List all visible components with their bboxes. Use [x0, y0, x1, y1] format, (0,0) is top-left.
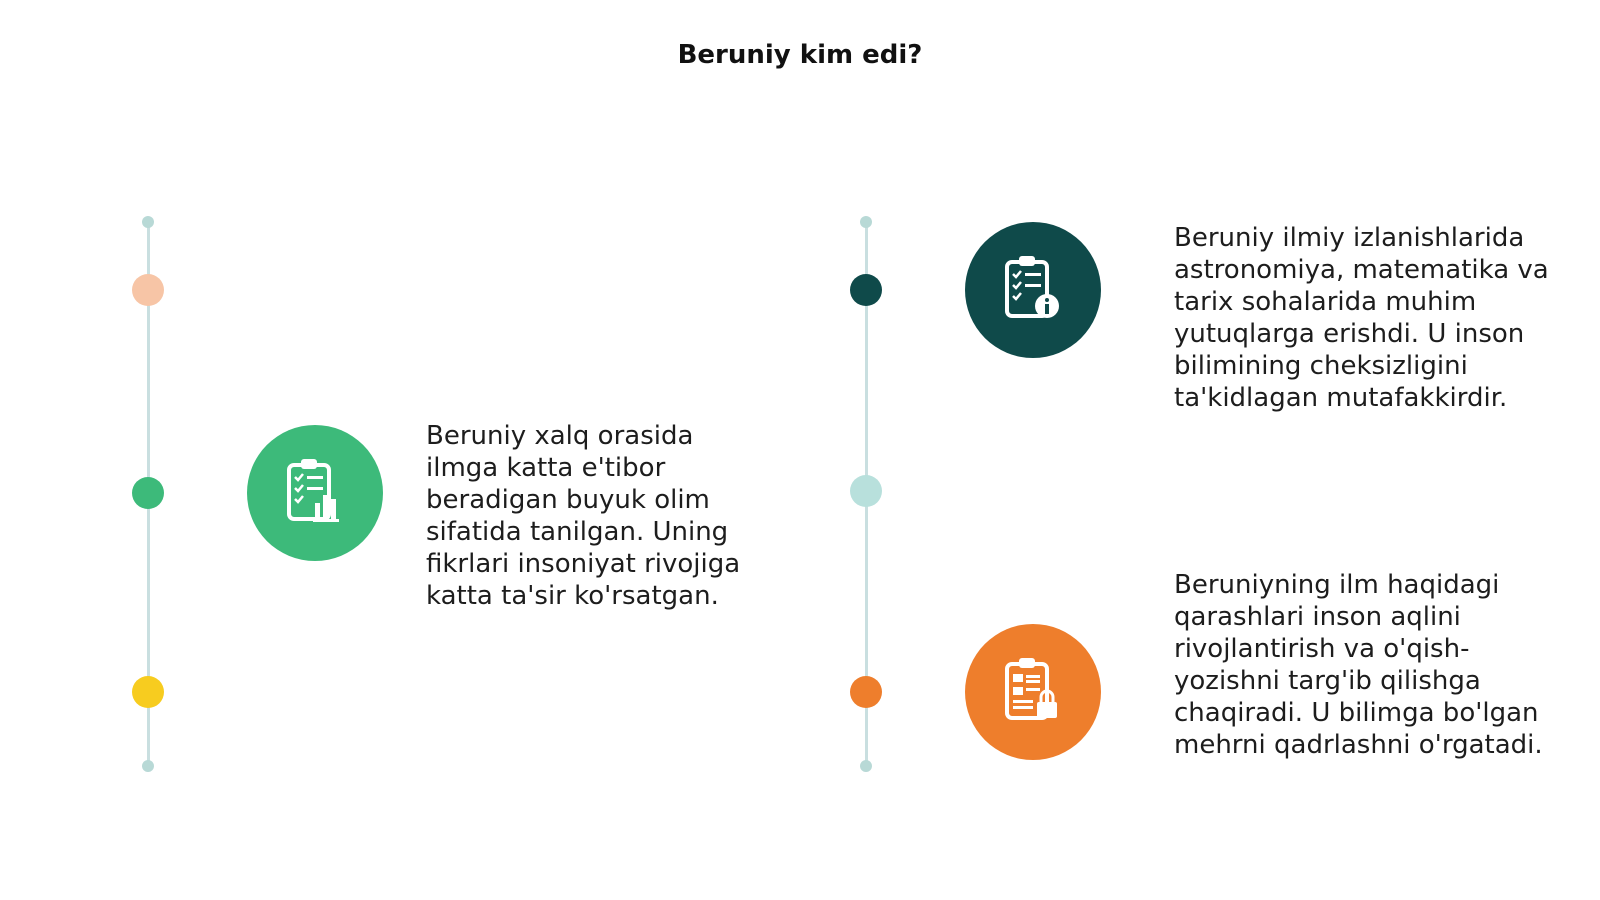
left-timeline-bottom-cap: [142, 760, 154, 772]
icon-circle-teal: [965, 222, 1101, 358]
right-timeline-dot-3: [850, 676, 882, 708]
left-timeline-dot-1: [132, 274, 164, 306]
clipboard-lock-icon: [997, 654, 1069, 730]
icon-circle-orange: [965, 624, 1101, 760]
item-1-text: Beruniy xalq orasida ilmga katta e'tibor…: [426, 421, 741, 611]
left-timeline-dot-3: [132, 676, 164, 708]
right-timeline-top-cap: [860, 216, 872, 228]
left-timeline-dot-2: [132, 477, 164, 509]
item-3-text: Beruniyning ilm haqidagi qarashlari inso…: [1174, 570, 1543, 760]
icon-circle-green: [247, 425, 383, 561]
right-timeline-bottom-cap: [860, 760, 872, 772]
item-2-text: Beruniy ilmiy izlanishlarida astronomiya…: [1174, 223, 1549, 413]
slide-title: Beruniy kim edi?: [677, 40, 923, 70]
right-timeline-dot-2: [850, 475, 882, 507]
clipboard-info-icon: [997, 252, 1069, 328]
right-timeline-dot-1: [850, 274, 882, 306]
clipboard-chart-icon: [279, 455, 351, 531]
left-timeline-top-cap: [142, 216, 154, 228]
